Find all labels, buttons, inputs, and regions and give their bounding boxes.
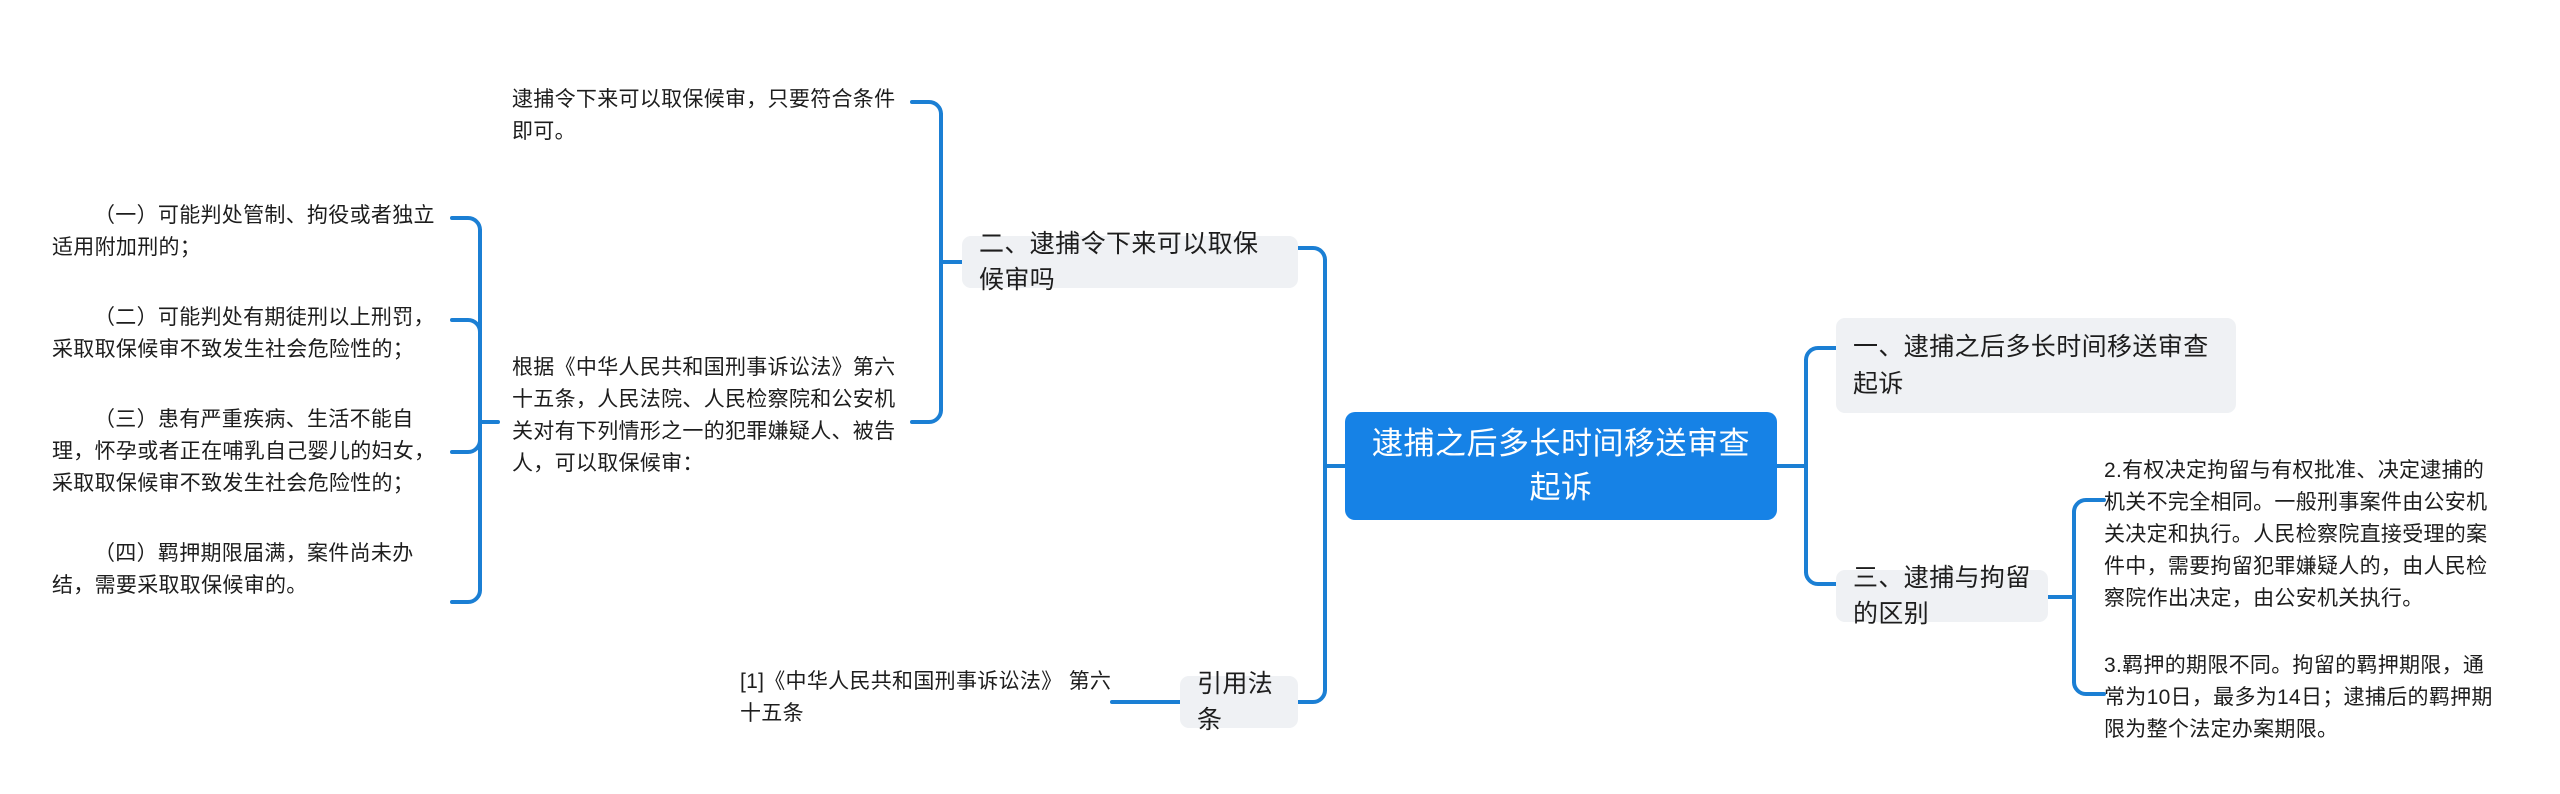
detail-node-citation-text[interactable]: [1]《中华人民共和国刑事诉讼法》 第六十五条 xyxy=(740,666,1112,730)
edge-three-child1-corner xyxy=(2072,498,2106,514)
branch-node-one[interactable]: 一、逮捕之后多长时间移送审查起诉 xyxy=(1836,318,2236,413)
condition-item-3[interactable]: （三）患有严重疾病、生活不能自理，怀孕或者正在哺乳自己婴儿的妇女，采取取保候审不… xyxy=(52,404,452,500)
detail-node-law-basis[interactable]: 根据《中华人民共和国刑事诉讼法》第六十五条，人民法院、人民检察院和公安机关对有下… xyxy=(512,352,912,480)
root-node[interactable]: 逮捕之后多长时间移送审查起诉 xyxy=(1345,412,1777,520)
detail-node-citation-text-label: [1]《中华人民共和国刑事诉讼法》 第六十五条 xyxy=(740,670,1112,725)
condition-item-4-label: （四）羁押期限届满，案件尚未办结，需要采取取保候审的。 xyxy=(52,542,414,597)
edge-three-child2-corner xyxy=(2072,680,2106,696)
edge-left-top-corner xyxy=(1294,246,1327,262)
condition-item-2[interactable]: （二）可能判处有期徒刑以上刑罚，采取取保候审不致发生社会危险性的； xyxy=(52,302,452,366)
detail-node-law-basis-label: 根据《中华人民共和国刑事诉讼法》第六十五条，人民法院、人民检察院和公安机关对有下… xyxy=(512,356,896,475)
detail-node-arrest-authority[interactable]: 2.有权决定拘留与有权批准、决定逮捕的机关不完全相同。一般刑事案件由公安机关决定… xyxy=(2104,455,2504,615)
detail-node-custody-duration[interactable]: 3.羁押的期限不同。拘留的羁押期限，通常为10日，最多为14日；逮捕后的羁押期限… xyxy=(2104,650,2504,746)
branch-node-one-label: 一、逮捕之后多长时间移送审查起诉 xyxy=(1853,333,2209,398)
branch-node-two-label: 二、逮捕令下来可以取保候审吗 xyxy=(979,229,1259,295)
branch-node-citation-label: 引用法条 xyxy=(1197,669,1274,735)
edge-two-child1-corner xyxy=(910,100,943,116)
branch-node-two[interactable]: 二、逮捕令下来可以取保候审吗 xyxy=(962,230,1298,294)
detail-node-arrest-authority-label: 2.有权决定拘留与有权批准、决定逮捕的机关不完全相同。一般刑事案件由公安机关决定… xyxy=(2104,459,2488,610)
branch-node-three-label: 三、逮捕与拘留的区别 xyxy=(1853,563,2031,629)
edge-item2-corner xyxy=(450,318,482,334)
edge-two-child2-corner xyxy=(910,408,943,424)
condition-item-3-label: （三）患有严重疾病、生活不能自理，怀孕或者正在哺乳自己婴儿的妇女，采取取保候审不… xyxy=(52,408,436,495)
edge-item1-corner xyxy=(450,216,482,232)
condition-item-2-label: （二）可能判处有期徒刑以上刑罚，采取取保候审不致发生社会危险性的； xyxy=(52,306,435,361)
edge-left-bottom-corner xyxy=(1294,688,1327,704)
detail-node-bail-allowed[interactable]: 逮捕令下来可以取保候审，只要符合条件即可。 xyxy=(512,84,912,148)
condition-item-1[interactable]: （一）可能判处管制、拘役或者独立适用附加刑的； xyxy=(52,200,452,264)
edge-item3-corner xyxy=(450,438,482,454)
edge-right-bottom-corner xyxy=(1804,570,1838,586)
branch-node-three[interactable]: 三、逮捕与拘留的区别 xyxy=(1836,564,2048,628)
condition-item-4[interactable]: （四）羁押期限届满，案件尚未办结，需要采取取保候审的。 xyxy=(52,538,452,602)
condition-item-1-label: （一）可能判处管制、拘役或者独立适用附加刑的； xyxy=(52,204,435,259)
root-node-label: 逮捕之后多长时间移送审查起诉 xyxy=(1372,425,1750,505)
branch-node-citation[interactable]: 引用法条 xyxy=(1180,670,1298,734)
edge-right-top-corner xyxy=(1804,346,1838,362)
detail-node-bail-allowed-label: 逮捕令下来可以取保候审，只要符合条件即可。 xyxy=(512,88,896,143)
detail-node-custody-duration-label: 3.羁押的期限不同。拘留的羁押期限，通常为10日，最多为14日；逮捕后的羁押期限… xyxy=(2104,654,2493,741)
edge-item4-corner xyxy=(450,588,482,604)
